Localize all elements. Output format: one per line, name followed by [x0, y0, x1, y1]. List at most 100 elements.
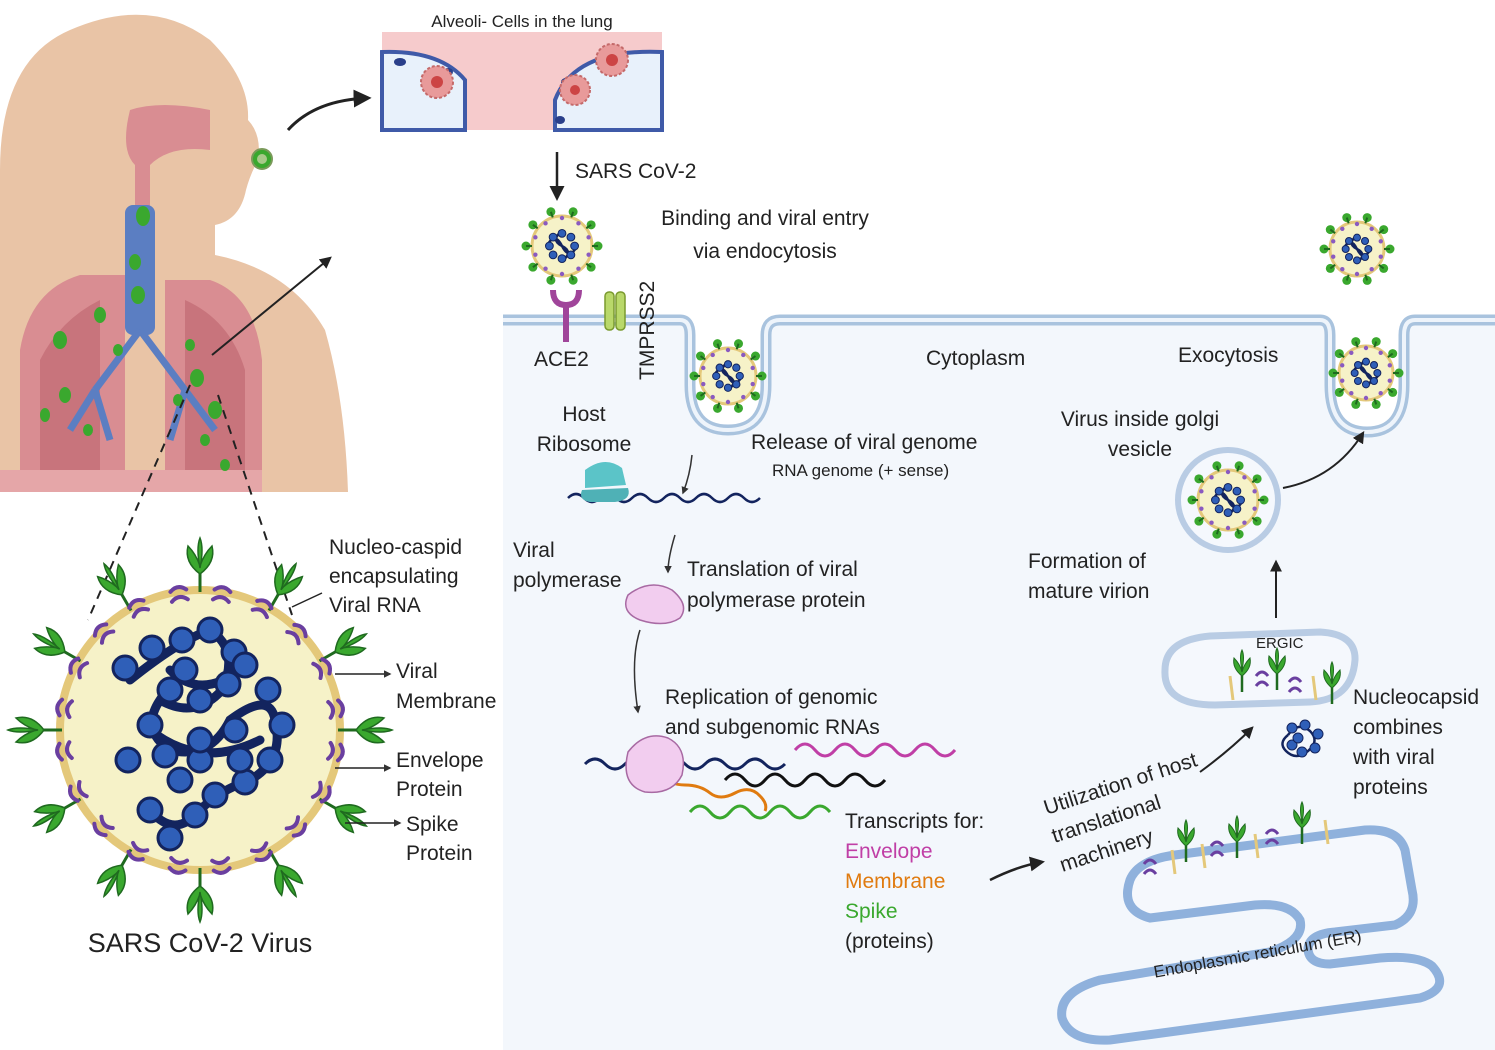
release-subtitle: RNA genome (+ sense): [772, 461, 950, 480]
trachea: [125, 205, 155, 335]
alveoli-panel: [380, 32, 664, 132]
nucleocapsid-bead: [171, 656, 199, 684]
nucleocapsid-bead: [111, 654, 139, 682]
nucleocapsid-bead: [136, 711, 164, 739]
membrane-protein-icon: [1170, 849, 1177, 875]
ergic-compartment: [1161, 628, 1359, 709]
envelope-protein-icon: [55, 697, 74, 720]
formation-line1: Formation of: [1028, 550, 1146, 573]
membrane-transcript: [658, 773, 768, 812]
host-ribosome-line2: Ribosome: [536, 433, 632, 456]
infected-cell-icon: [595, 43, 629, 77]
viral-membrane-line2: Membrane: [396, 690, 497, 713]
transcripts-title: Transcripts for:: [845, 810, 985, 833]
arrow-replicate: [633, 629, 641, 714]
envelope-proteins: [55, 585, 345, 875]
spike-icon: [186, 868, 214, 925]
arrow-lung-to-cell: [211, 256, 332, 356]
replication-line2: and subgenomic RNAs: [665, 716, 880, 739]
alveoli-title: Alveoli- Cells in the lung: [431, 12, 613, 31]
exocytosis-label: Exocytosis: [1178, 344, 1279, 367]
arrow-to-exocytosis: [1282, 430, 1365, 489]
binding-label-line2: via endocytosis: [693, 240, 837, 263]
ace2-label: ACE2: [534, 348, 589, 371]
virion-icon: [689, 339, 767, 413]
host-ribosome: [581, 461, 629, 502]
translation-line1: Translation of viral: [687, 558, 858, 581]
membrane-protein-icon: [1311, 675, 1318, 701]
nucleocapsid-line3: with viral: [1353, 746, 1435, 769]
envelope-transcript: [793, 742, 957, 758]
spike-icon: [1233, 648, 1251, 692]
nucleocapsid-bead: [151, 741, 179, 769]
nucleocapsid-bead: [156, 824, 184, 852]
inhaled-virus-icon: [251, 148, 273, 170]
nucleocapsid-line4: proteins: [1353, 776, 1428, 799]
human-figure: [0, 14, 348, 492]
nucleocapsid-bead: [268, 711, 296, 739]
nucleocapsid-bead: [181, 801, 209, 829]
nucleocapsid-bead: [114, 746, 142, 774]
infection-spots: [40, 206, 230, 471]
envelope-protein-icon: [284, 815, 308, 838]
envelope-protein-icon: [249, 841, 273, 862]
envelope-protein-icon: [1209, 840, 1225, 857]
spike-protein-line2: Protein: [406, 842, 473, 865]
spike-icon: [31, 797, 82, 834]
transcript-spike: Spike: [845, 900, 898, 923]
nucleocapsid-bead: [201, 781, 229, 809]
nucleocapsid-bead: [168, 626, 196, 654]
spike-icon: [1323, 660, 1341, 704]
nucleocapsid-bead: [186, 726, 214, 754]
nucleocapsid-bead: [231, 768, 259, 796]
virion-icon: [1319, 213, 1395, 285]
membrane-protein-icon: [1253, 833, 1260, 859]
nucleocapsid-line2: combines: [1353, 716, 1443, 739]
envelope-protein-icon: [68, 656, 90, 680]
arrow-translate: [664, 534, 676, 574]
envelope-protein-icon: [92, 814, 115, 838]
envelope-protein-icon: [210, 585, 233, 604]
envelope-protein-line2: Protein: [396, 778, 463, 801]
arrow-to-er: [989, 856, 1045, 882]
replicating-polymerase: [625, 735, 685, 794]
nucleocapsid-bead: [231, 651, 259, 679]
envelope-protein-icon: [1254, 670, 1270, 687]
spike-icon: [1293, 800, 1311, 844]
nucleocapsid-bead: [166, 766, 194, 794]
virus-title: SARS CoV-2 Virus: [87, 928, 313, 958]
translation-line2: polymerase protein: [687, 589, 866, 612]
nucleocapsid-bead: [186, 686, 214, 714]
spike-icon: [1268, 646, 1286, 690]
envelope-protein-icon: [92, 622, 116, 645]
envelope-protein-icon: [167, 856, 190, 875]
nucleocapsid-line1: Nucleocapsid: [1353, 686, 1480, 709]
ergic-proteins: [1228, 646, 1341, 704]
binding-label-line1: Binding and viral entry: [661, 207, 869, 230]
envelope-protein-icon: [126, 840, 150, 862]
viral-polymerase: [625, 584, 685, 625]
arrow-release: [681, 454, 693, 495]
cytoplasm-label: Cytoplasm: [926, 347, 1026, 370]
envelope-protein-icon: [285, 622, 308, 646]
host-ribosome-line1: Host: [562, 403, 606, 426]
envelope-protein-icon: [311, 657, 332, 681]
envelope-protein-icon: [68, 779, 89, 803]
nucleocapsid-desc-line1: Nucleo-caspid: [329, 536, 463, 559]
nucleocapsid-icon: [1281, 719, 1324, 758]
spike-protein-line1: Spike: [406, 813, 459, 836]
spike-transcript: [688, 804, 832, 820]
infected-cell-icon: [420, 65, 454, 99]
spike-icon: [5, 716, 62, 744]
nucleocapsid-bead: [136, 796, 164, 824]
nucleocapsid-beads: [111, 616, 296, 852]
transcript-proteins: (proteins): [845, 930, 934, 953]
spike-icon: [1177, 818, 1195, 862]
envelope-protein-icon: [326, 740, 345, 763]
envelope-protein-icon: [168, 585, 190, 604]
envelope-protein-icon: [55, 740, 74, 762]
nucleocapsid-desc-line3: Viral RNA: [329, 594, 421, 617]
tmprss2-label: TMPRSS2: [636, 280, 659, 380]
